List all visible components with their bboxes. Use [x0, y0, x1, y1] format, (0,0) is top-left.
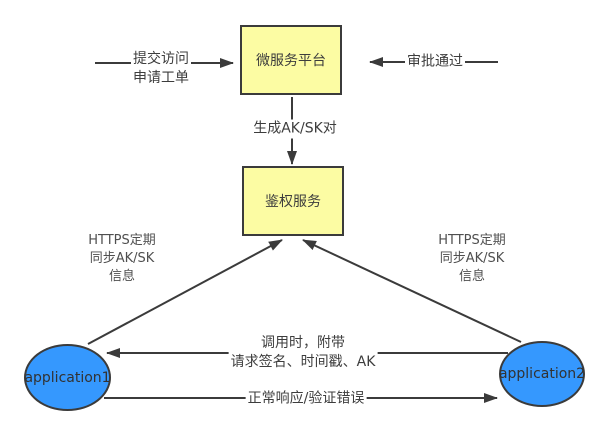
node-microservice-platform: 微服务平台 — [240, 25, 342, 95]
node-application1: application1 — [24, 344, 111, 411]
node-microservice-platform-label: 微服务平台 — [256, 53, 326, 69]
edge-sync-right-line — [302, 239, 522, 343]
node-auth-service: 鉴权服务 — [242, 166, 344, 236]
edge-sync-left-label: HTTPS定期 同步AK/SK 信息 — [88, 233, 156, 284]
node-application2: application2 — [499, 341, 585, 407]
edge-generate-label: 生成AK/SK对 — [251, 119, 339, 139]
edge-submit-label: 提交访问 申请工单 — [131, 50, 191, 88]
edge-sync-right-label: HTTPS定期 同步AK/SK 信息 — [438, 233, 506, 284]
node-auth-service-label: 鉴权服务 — [265, 194, 321, 210]
edge-sync-left-line — [87, 239, 283, 345]
node-application1-label: application1 — [24, 369, 111, 386]
edge-approval-label: 审批通过 — [405, 52, 465, 72]
node-application2-label: application2 — [498, 366, 586, 382]
edge-response-label: 正常响应/验证错误 — [245, 389, 367, 409]
edge-call-label: 调用时，附带 请求签名、时间戳、AK — [228, 334, 378, 372]
